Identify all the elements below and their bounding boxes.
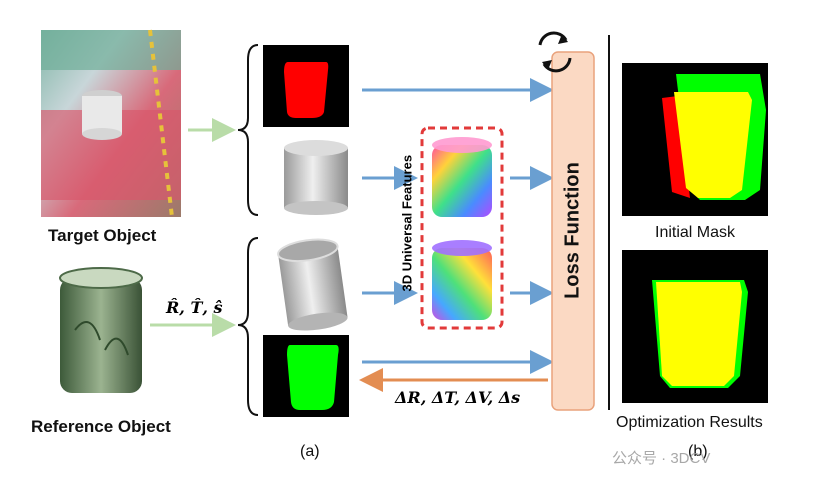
target-brace (237, 44, 259, 216)
reference-object-photo (59, 267, 143, 393)
reference-mask-thumbnail (263, 335, 349, 417)
optimization-result-image (622, 250, 768, 403)
panel-a-label: (a) (300, 443, 320, 460)
initial-mask-image (622, 63, 768, 216)
loss-function-label: Loss Function (561, 162, 584, 299)
feature-cylinder-2 (432, 240, 492, 320)
reference-object-label: Reference Object (31, 417, 171, 436)
reference-object-render (277, 238, 348, 331)
target-mask-thumbnail (263, 45, 349, 127)
target-object-label: Target Object (48, 226, 157, 245)
initial-mask-label: Initial Mask (655, 224, 736, 241)
reference-brace (237, 237, 259, 416)
pose-estimate-label: R̂, T̂, ŝ (166, 298, 223, 317)
target-object-render (284, 140, 348, 215)
feature-cylinder-1 (432, 137, 492, 217)
universal-features-label: 3D Universal Features (399, 154, 415, 292)
refresh-cycle-icon (538, 31, 572, 73)
optimization-results-label: Optimization Results (616, 414, 763, 431)
loss-function-box (551, 51, 595, 411)
delta-params-label: ΔR, ΔT, ΔV, Δs (395, 388, 521, 407)
panel-b-label: (b) (688, 443, 708, 460)
universal-features-box (420, 126, 504, 330)
watermark: 公众号 · 3DCV (612, 450, 711, 467)
target-object-photo (41, 29, 181, 218)
